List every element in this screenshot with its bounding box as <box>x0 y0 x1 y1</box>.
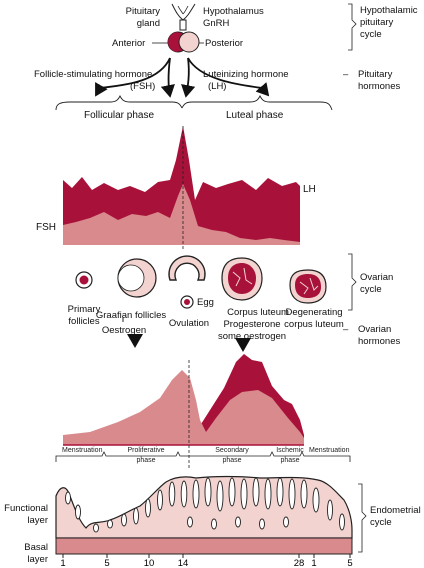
lh-area <box>63 126 300 245</box>
day-axis: 1 5 10 14 28 1 5 <box>60 554 353 568</box>
posterior-label: Posterior <box>205 38 243 49</box>
day-tick-label: 5 <box>347 558 352 568</box>
corpus-luteum-label: Corpus luteum <box>227 307 289 318</box>
follicular-phase-label: Follicular phase <box>84 110 154 121</box>
anterior-label: Anterior <box>112 38 145 49</box>
ovarian-hormone-chart <box>63 354 304 470</box>
oestrogen-area <box>63 370 304 445</box>
hormone-arrows <box>95 57 270 98</box>
fsh-series-label: FSH <box>36 222 56 233</box>
egg-label: Egg <box>197 297 214 308</box>
graafian-follicles-label: Graafian follicles <box>96 310 166 321</box>
menstruation-label-1: Menstruation <box>62 447 103 454</box>
day-tick-label: 1 <box>60 558 65 568</box>
fsh-full-label: Follicle-stimulating hormone <box>34 69 152 80</box>
day-tick-label: 10 <box>144 558 155 568</box>
luteal-phase-label: Luteal phase <box>226 110 284 121</box>
oestrogen-label: Oestrogen <box>102 325 146 336</box>
ovulation-label: Ovulation <box>169 318 209 329</box>
posterior-lobe <box>178 31 200 53</box>
pituitary-hormone-chart <box>63 126 300 250</box>
lh-series-label: LH <box>303 184 316 195</box>
endometrium-illustration <box>55 475 353 555</box>
lh-full-label: Luteinizing hormone <box>203 69 289 80</box>
menstruation-label-2: Menstruation <box>309 447 350 454</box>
ovarian-follicles <box>75 255 327 309</box>
day-tick-label: 1 <box>311 558 316 568</box>
day-tick-label: 14 <box>178 558 189 568</box>
day-tick-label: 28 <box>294 558 305 568</box>
day-tick-label: 5 <box>104 558 109 568</box>
pituitary-illustration <box>167 3 200 53</box>
lh-abbr-label: (LH) <box>208 81 226 92</box>
fsh-abbr-label: (FSH) <box>130 81 155 92</box>
fsh-area <box>63 184 300 245</box>
